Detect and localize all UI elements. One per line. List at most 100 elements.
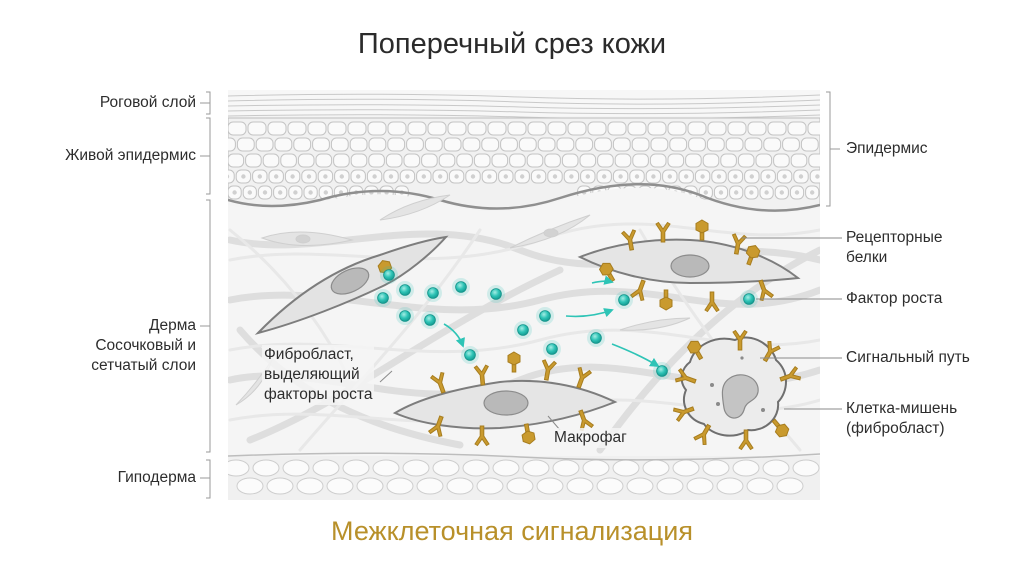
adipocyte bbox=[776, 477, 804, 495]
label-target-cell: Клетка-мишень (фибробласт) bbox=[846, 399, 957, 439]
leader-lines bbox=[379, 237, 842, 431]
epidermal-cell bbox=[518, 137, 537, 152]
epidermal-cell-nucleus bbox=[684, 174, 689, 179]
adipocyte bbox=[762, 459, 790, 477]
epidermal-cell bbox=[807, 121, 820, 136]
adipocyte bbox=[566, 477, 594, 495]
label-dermis-line2: Сосочковый и bbox=[95, 337, 196, 354]
epidermal-cell-nucleus bbox=[293, 190, 298, 195]
growth-factor-glow bbox=[396, 307, 414, 325]
epidermal-cell bbox=[491, 153, 509, 168]
growth-factor-glow bbox=[396, 281, 414, 299]
adipocyte bbox=[312, 459, 340, 477]
left-brackets bbox=[200, 91, 211, 499]
epidermal-cell bbox=[473, 153, 491, 168]
growth-factor-glow bbox=[424, 284, 442, 302]
epidermal-cell-nucleus bbox=[794, 190, 800, 195]
receptor-protein bbox=[576, 366, 593, 389]
epidermal-cell bbox=[685, 153, 702, 168]
epidermal-cell-nucleus bbox=[618, 174, 623, 179]
epidermal-cell bbox=[293, 137, 312, 152]
adipocyte bbox=[492, 459, 520, 477]
adipocyte bbox=[252, 459, 280, 477]
epidermal-cell-nucleus bbox=[585, 174, 590, 179]
epidermal-cell bbox=[667, 153, 685, 168]
epidermal-cell-nucleus bbox=[217, 190, 221, 194]
growth-factor-particle bbox=[743, 293, 755, 305]
label-epidermis: Эпидермис bbox=[846, 140, 928, 157]
receptor-protein bbox=[732, 329, 748, 351]
receptor-protein bbox=[693, 423, 712, 445]
epidermal-cell bbox=[720, 153, 737, 168]
epidermal-cell bbox=[443, 137, 462, 152]
epidermal-cell-nucleus bbox=[241, 174, 246, 179]
epidermal-cell bbox=[667, 121, 687, 136]
epidermal-cell bbox=[385, 153, 403, 168]
label-dermis: Дерма Сосочковый и сетчатый слои bbox=[40, 316, 196, 376]
epidermal-cell bbox=[556, 137, 575, 152]
growth-factor-glow bbox=[421, 311, 439, 329]
epidermal-cell-nucleus bbox=[810, 190, 815, 195]
receptor-protein bbox=[473, 364, 489, 386]
growth-factor-glow bbox=[380, 266, 398, 284]
epidermal-cell bbox=[330, 137, 349, 152]
adipocyte bbox=[792, 459, 820, 477]
growth-factor-particle bbox=[399, 284, 411, 296]
growth-factor-particle bbox=[455, 281, 467, 293]
growth-factor-glow bbox=[374, 289, 392, 307]
epidermal-cell bbox=[368, 153, 385, 168]
epidermal-cell bbox=[725, 137, 744, 152]
growth-factor-glow bbox=[536, 307, 554, 325]
receptor-protein bbox=[655, 221, 671, 243]
epidermal-cell-nucleus bbox=[323, 174, 328, 179]
receptor-protein bbox=[695, 219, 709, 241]
epidermal-cell-nucleus bbox=[602, 174, 607, 179]
epidermal-cell bbox=[228, 121, 247, 136]
epidermal-cell bbox=[467, 121, 487, 136]
receptor-protein bbox=[521, 423, 536, 445]
receptor-protein bbox=[731, 233, 748, 255]
epidermal-cell-nucleus bbox=[766, 174, 771, 179]
epidermal-cell bbox=[403, 153, 421, 168]
epidermal-cell bbox=[347, 121, 367, 136]
epidermal-cell bbox=[255, 137, 274, 152]
adipocyte bbox=[402, 459, 430, 477]
epidermal-cell bbox=[487, 121, 507, 136]
adipocyte bbox=[372, 459, 400, 477]
epidermal-cell bbox=[228, 169, 235, 184]
receptor-protein bbox=[674, 367, 697, 384]
epidermal-cell-nucleus bbox=[228, 174, 230, 179]
epidermal-cell-nucleus bbox=[815, 174, 820, 179]
stratum-corneum-layer bbox=[228, 90, 820, 120]
epidermal-cell bbox=[773, 153, 790, 168]
epidermal-cell-nucleus bbox=[520, 174, 525, 179]
epidermal-cell-nucleus bbox=[764, 190, 769, 195]
epidermal-cell bbox=[367, 121, 387, 136]
epidermal-cell bbox=[438, 153, 456, 168]
label-receptor-line1: Рецепторные bbox=[846, 229, 943, 246]
epidermal-cell-nucleus bbox=[734, 190, 739, 195]
receptor-protein bbox=[474, 425, 490, 447]
secreting-fibroblast bbox=[254, 235, 449, 335]
growth-factor-particle bbox=[424, 314, 436, 326]
adipocyte bbox=[596, 477, 624, 495]
epidermal-cell bbox=[456, 153, 473, 168]
epidermal-cell bbox=[747, 121, 767, 136]
adipocyte bbox=[386, 477, 414, 495]
adipocyte bbox=[582, 459, 610, 477]
epidermal-cell bbox=[787, 121, 807, 136]
epidermal-cell bbox=[274, 137, 293, 152]
adipocyte bbox=[716, 477, 744, 495]
epidermal-cell bbox=[808, 153, 820, 168]
epidermal-cell bbox=[597, 153, 614, 168]
page-title: Поперечный срез кожи bbox=[357, 28, 667, 60]
adipocyte bbox=[228, 459, 250, 477]
epidermal-cell bbox=[587, 121, 607, 136]
epidermal-cell bbox=[627, 121, 647, 136]
epidermal-cell bbox=[350, 153, 368, 168]
epidermal-cell bbox=[669, 137, 688, 152]
epidermal-cell bbox=[267, 121, 287, 136]
epidermal-cell bbox=[387, 121, 407, 136]
receptor-protein bbox=[762, 341, 781, 363]
epidermal-cell bbox=[447, 121, 467, 136]
